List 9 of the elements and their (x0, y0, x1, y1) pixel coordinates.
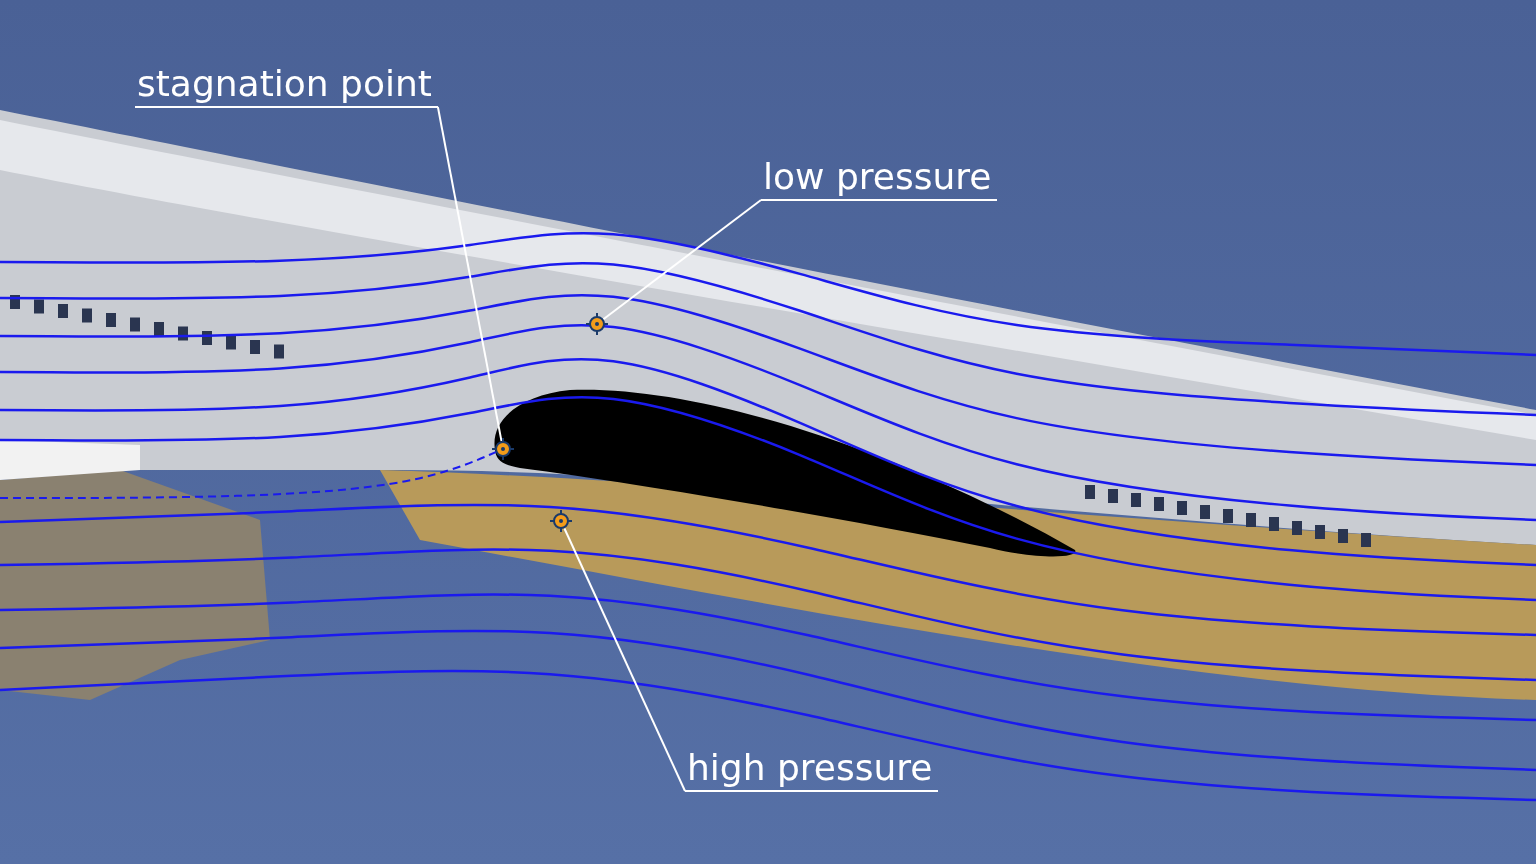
leader-line (563, 527, 686, 792)
annotation-label: low pressure (761, 155, 998, 201)
leader-line (436, 106, 503, 443)
leader-line (602, 199, 762, 321)
target-marker-icon (492, 438, 514, 460)
target-marker-icon (550, 510, 572, 532)
target-marker-icon (586, 313, 608, 335)
annotation-label: high pressure (685, 746, 939, 792)
annotation-label: stagnation point (135, 62, 438, 108)
